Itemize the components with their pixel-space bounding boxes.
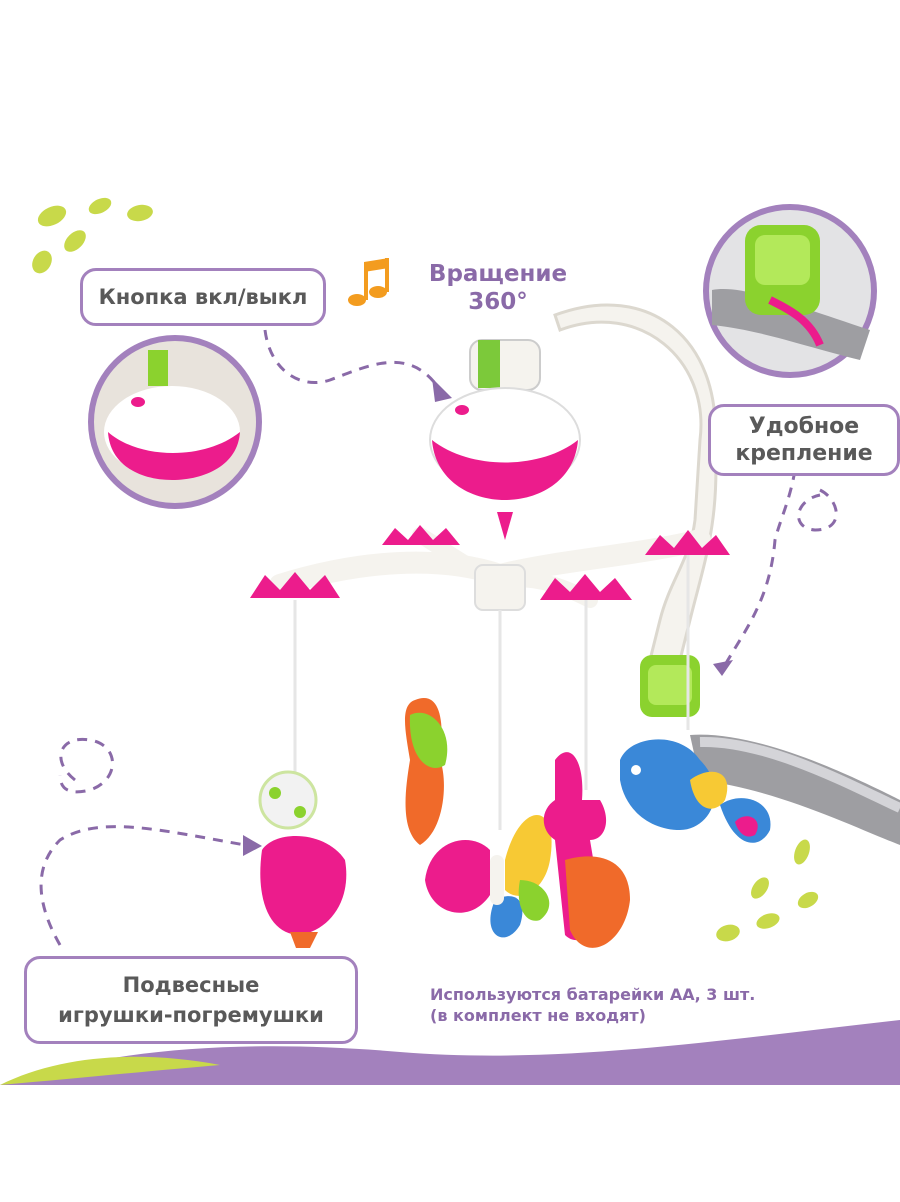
mount-line1: Удобное: [748, 414, 860, 439]
rotation-line2: 360°: [468, 289, 528, 315]
bottom-wave-green: [0, 1056, 220, 1085]
strings: [293, 555, 690, 830]
flower-caps: [250, 525, 730, 600]
rotation-label: Вращение 360°: [410, 260, 586, 316]
decor-dots-bottom-right: [716, 839, 819, 942]
music-note-icon: [348, 258, 389, 306]
crib-rail: [690, 734, 900, 845]
battery-note: Используются батарейки АА, 3 шт. (в комп…: [430, 984, 830, 1026]
toy-chick: [258, 770, 347, 948]
battery-line1: Используются батарейки АА, 3 шт.: [430, 985, 756, 1004]
arrowheads: [243, 378, 733, 856]
toy-bird: [620, 739, 771, 843]
battery-line2: (в комплект не входят): [430, 1006, 646, 1025]
bottom-wave: [0, 1020, 900, 1085]
music-box: [429, 339, 581, 540]
connectors: [39, 329, 838, 946]
mobile-frame: [269, 527, 711, 611]
toy-carrot: [405, 698, 448, 845]
toy-butterfly: [425, 815, 552, 938]
mount-label: Удобное крепление: [708, 404, 900, 476]
power-button-label: Кнопка вкл/выкл: [80, 268, 326, 326]
rotation-line1: Вращение: [428, 261, 568, 287]
decor-dots-top-left: [32, 197, 153, 274]
toys-label: Подвесные игрушки-погремушки: [24, 956, 358, 1044]
mount-line2: крепление: [735, 441, 873, 466]
mobile-arm: [553, 303, 718, 662]
toys-line2: игрушки-погремушки: [58, 1003, 324, 1027]
detail-circle-power: [88, 335, 262, 509]
detail-circle-mount: [703, 204, 877, 378]
toys-line1: Подвесные: [122, 973, 260, 997]
toy-rocket: [543, 752, 630, 948]
